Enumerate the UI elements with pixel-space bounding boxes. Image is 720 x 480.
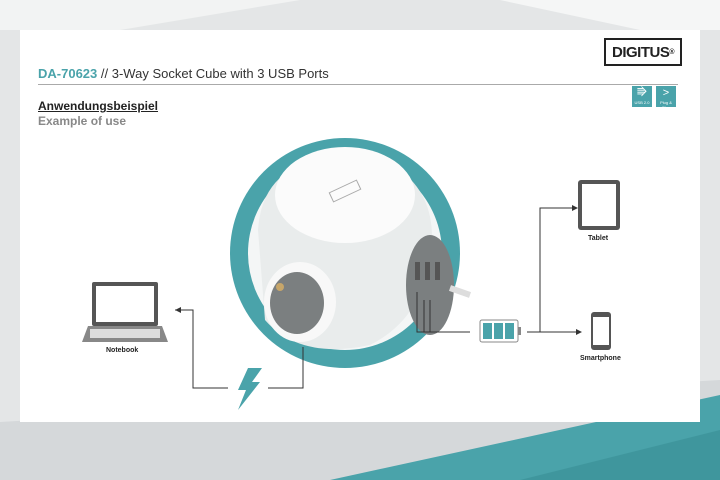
smartphone-icon	[591, 312, 611, 350]
product-title: DA-70623 // 3-Way Socket Cube with 3 USB…	[38, 66, 329, 81]
connector-line-notebook	[175, 309, 228, 389]
product-image	[230, 138, 471, 368]
product-name: 3-Way Socket Cube with 3 USB Ports	[111, 66, 329, 81]
lightning-icon	[238, 368, 262, 410]
usb-icon: ⭆	[637, 87, 647, 99]
section-heading-de: Anwendungsbeispiel	[38, 99, 159, 113]
product-code: DA-70623	[38, 66, 98, 81]
usb-badge: ⭆USB 2.0	[632, 86, 652, 107]
smartphone-label: Smartphone	[580, 355, 621, 362]
separator: //	[100, 66, 109, 81]
divider	[38, 84, 678, 85]
plug-and-play-badge: >Plug & Play	[656, 86, 676, 110]
tablet-label: Tablet	[588, 235, 609, 242]
plug-and-play-icon: >	[662, 87, 670, 99]
section-heading-en: Example of use	[38, 114, 127, 128]
digitus-logo: DIGITUS®	[604, 38, 682, 66]
notebook-icon	[82, 282, 168, 342]
battery-icon	[479, 319, 521, 343]
tablet-icon	[578, 180, 620, 230]
notebook-label: Notebook	[106, 347, 139, 354]
